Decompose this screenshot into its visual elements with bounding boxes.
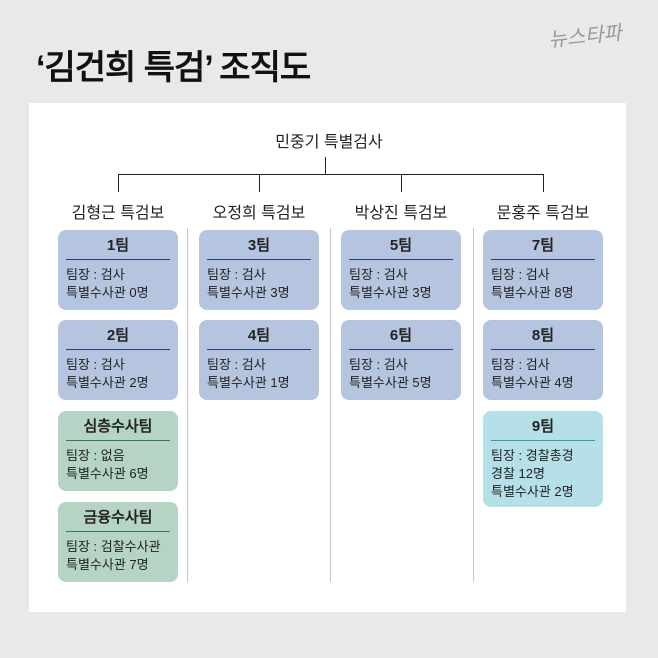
team-detail: 특별수사관 6명 xyxy=(66,466,149,481)
team-detail: 팀장 : 검사 xyxy=(207,267,266,282)
team-detail: 특별수사관 3명 xyxy=(207,285,290,300)
special-prosecutor: 민중기 특별검사 xyxy=(275,134,383,151)
team-detail: 팀장 : 검사 xyxy=(207,357,266,372)
team-name: 심층수사팀 xyxy=(66,415,170,441)
team-detail: 특별수사관 0명 xyxy=(66,285,149,300)
deputy-prosecutor: 박상진 특검보 xyxy=(354,205,448,222)
team-detail: 특별수사관 5명 xyxy=(349,375,432,390)
team-name: 4팀 xyxy=(207,324,311,350)
connector-trunk xyxy=(325,157,326,174)
column-divider xyxy=(473,228,474,582)
team-name: 9팀 xyxy=(491,415,595,441)
team-detail: 경찰 12명 xyxy=(491,466,545,481)
team-detail: 특별수사관 7명 xyxy=(66,557,149,572)
team-detail: 특별수사관 4명 xyxy=(491,375,574,390)
team-detail: 팀장 : 검사 xyxy=(491,357,550,372)
team-detail: 팀장 : 검사 xyxy=(349,267,408,282)
team-name: 6팀 xyxy=(349,324,453,350)
connector-drop xyxy=(401,174,402,192)
connector-bar xyxy=(118,174,544,175)
team-detail: 특별수사관 2명 xyxy=(66,375,149,390)
team-detail: 특별수사관 2명 xyxy=(491,484,574,499)
team-detail: 팀장 : 없음 xyxy=(66,448,125,463)
deputy-prosecutor: 오정희 특검보 xyxy=(212,205,306,222)
team-name: 2팀 xyxy=(66,324,170,350)
team-name: 금융수사팀 xyxy=(66,506,170,532)
team-detail: 팀장 : 검사 xyxy=(66,267,125,282)
team-detail: 팀장 : 검찰수사관 xyxy=(66,539,161,554)
team-detail: 팀장 : 검사 xyxy=(66,357,125,372)
team-detail: 특별수사관 1명 xyxy=(207,375,290,390)
team-name: 1팀 xyxy=(66,234,170,260)
connector-drop xyxy=(118,174,119,192)
team-detail: 특별수사관 8명 xyxy=(491,285,574,300)
team-detail: 팀장 : 검사 xyxy=(491,267,550,282)
newstapa-logo: 뉴스타파 xyxy=(547,22,623,52)
team-detail: 특별수사관 3명 xyxy=(349,285,432,300)
team-detail: 팀장 : 검사 xyxy=(349,357,408,372)
connector-drop xyxy=(543,174,544,192)
connector-drop xyxy=(259,174,260,192)
deputy-prosecutor: 문홍주 특검보 xyxy=(496,205,590,222)
page-title: ‘김건희 특검’ 조직도 xyxy=(36,49,311,87)
team-name: 8팀 xyxy=(491,324,595,350)
deputy-prosecutor: 김형근 특검보 xyxy=(71,205,165,222)
team-name: 5팀 xyxy=(349,234,453,260)
team-detail: 팀장 : 경찰총경 xyxy=(491,448,574,463)
column-divider xyxy=(187,228,188,582)
column-divider xyxy=(330,228,331,582)
team-name: 7팀 xyxy=(491,234,595,260)
team-name: 3팀 xyxy=(207,234,311,260)
